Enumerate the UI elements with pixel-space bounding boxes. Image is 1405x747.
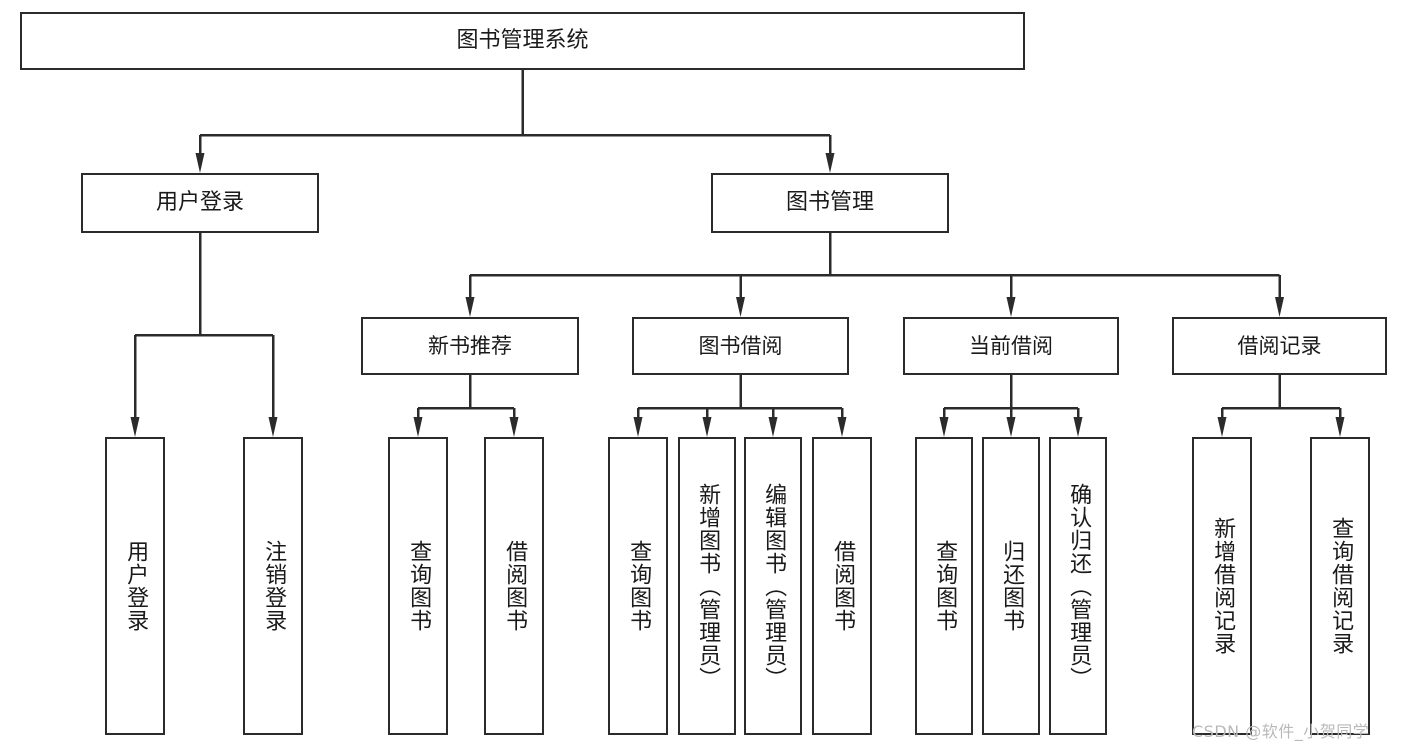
node-label: 注销登录 bbox=[261, 540, 287, 632]
node-label: 编辑图书（管理员） bbox=[761, 482, 787, 690]
edge-arrowhead bbox=[413, 417, 423, 437]
edge-arrowhead bbox=[768, 417, 778, 437]
edge-arrowhead bbox=[939, 417, 949, 437]
node-current-borrow: 当前借阅 bbox=[903, 317, 1119, 375]
node-label: 图书借阅 bbox=[698, 333, 783, 358]
node-borrow-edit-book: 编辑图书（管理员） bbox=[744, 437, 802, 735]
edge-arrowhead bbox=[1006, 417, 1016, 437]
node-book-borrow: 图书借阅 bbox=[632, 317, 849, 375]
node-label: 归还图书 bbox=[999, 540, 1025, 632]
node-label: 确认归还（管理员） bbox=[1066, 482, 1092, 690]
node-book-manage: 图书管理 bbox=[711, 173, 949, 233]
edge-arrowhead bbox=[509, 417, 519, 437]
node-label: 用户登录 bbox=[123, 540, 149, 632]
edge-arrowhead bbox=[465, 297, 475, 317]
node-label: 借阅记录 bbox=[1237, 333, 1322, 358]
node-cur-query-book: 查询图书 bbox=[915, 437, 973, 735]
edge-arrowhead bbox=[1275, 297, 1284, 317]
node-rec-borrow-book: 借阅图书 bbox=[484, 437, 544, 735]
edge-arrowhead bbox=[1073, 417, 1083, 437]
node-label: 查询图书 bbox=[406, 540, 432, 632]
node-borrow-borrow-book: 借阅图书 bbox=[812, 437, 872, 735]
edge-arrowhead bbox=[702, 417, 712, 437]
node-label: 新增图书（管理员） bbox=[695, 482, 721, 690]
csdn-watermark: CSDN @软件_小贺同学 bbox=[1192, 722, 1370, 741]
node-rec-query-record: 查询借阅记录 bbox=[1310, 437, 1370, 735]
edge-arrowhead bbox=[195, 153, 205, 173]
node-rec-query-book: 查询图书 bbox=[388, 437, 448, 735]
node-label: 用户登录 bbox=[155, 189, 244, 215]
node-root: 图书管理系统 bbox=[20, 12, 1025, 70]
node-label: 图书管理 bbox=[785, 189, 874, 215]
edge-arrowhead bbox=[1006, 297, 1016, 317]
edge-arrowhead bbox=[633, 417, 643, 437]
node-label: 查询图书 bbox=[932, 540, 958, 632]
node-user-logout: 注销登录 bbox=[243, 437, 303, 735]
node-label: 查询借阅记录 bbox=[1328, 517, 1354, 655]
node-borrow-add-book: 新增图书（管理员） bbox=[678, 437, 736, 735]
edge-arrowhead bbox=[837, 417, 847, 437]
node-label: 当前借阅 bbox=[969, 333, 1053, 358]
edge-arrowhead bbox=[825, 153, 835, 173]
node-label: 借阅图书 bbox=[830, 540, 856, 632]
node-user-login-do: 用户登录 bbox=[105, 437, 165, 735]
edge-arrowhead bbox=[268, 417, 278, 437]
node-cur-return-book: 归还图书 bbox=[982, 437, 1040, 735]
node-new-book-rec: 新书推荐 bbox=[361, 317, 579, 375]
edge-arrowhead bbox=[130, 417, 140, 437]
edge-arrowhead bbox=[1217, 417, 1227, 437]
node-borrow-record: 借阅记录 bbox=[1172, 317, 1387, 375]
node-label: 查询图书 bbox=[626, 540, 652, 632]
node-label: 新书推荐 bbox=[428, 333, 512, 358]
node-label: 借阅图书 bbox=[502, 540, 528, 632]
edge-arrowhead bbox=[1335, 417, 1345, 437]
node-rec-add-record: 新增借阅记录 bbox=[1192, 437, 1252, 735]
node-label: 图书管理系统 bbox=[456, 27, 589, 53]
node-label: 新增借阅记录 bbox=[1210, 517, 1236, 655]
node-user-login: 用户登录 bbox=[81, 173, 319, 233]
node-cur-confirm-return: 确认归还（管理员） bbox=[1049, 437, 1107, 735]
node-borrow-query-book: 查询图书 bbox=[608, 437, 668, 735]
edge-arrowhead bbox=[736, 297, 745, 317]
